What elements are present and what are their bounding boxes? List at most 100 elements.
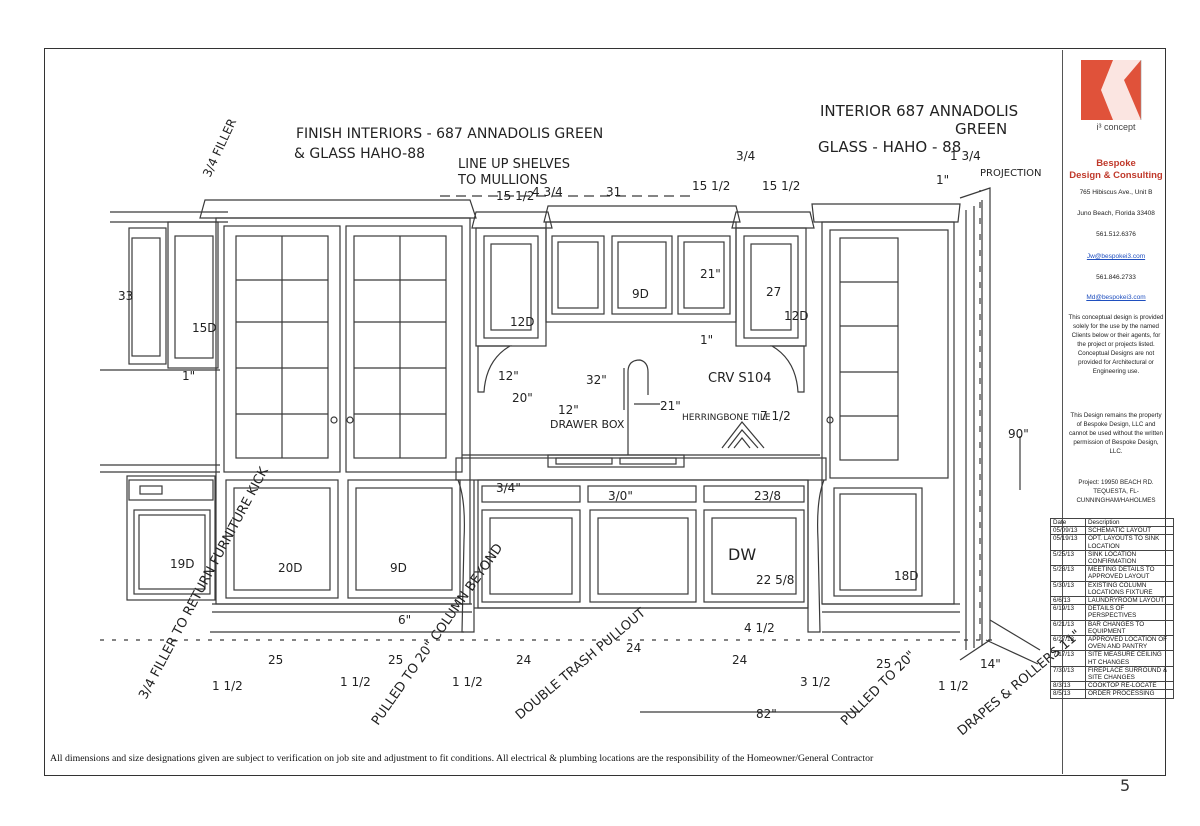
top-dimension-label: 15 1/2 bbox=[692, 179, 730, 193]
note-interior-right: INTERIOR 687 ANNADOLIS bbox=[820, 102, 1018, 120]
height-dimension-label: 19D bbox=[170, 557, 195, 571]
revision-date: 5/28/13 bbox=[1050, 565, 1086, 582]
page-number: 5 bbox=[1120, 776, 1131, 795]
address-line1: 765 Hibiscus Ave., Unit B bbox=[1079, 189, 1153, 196]
bottom-dimension-label: 25 bbox=[388, 653, 403, 667]
note-crv: CRV S104 bbox=[708, 371, 772, 386]
revision-description: SITE MEASURE CEILING HT CHANGES bbox=[1085, 650, 1174, 667]
top-dimension-label: 15 1/2 bbox=[762, 179, 800, 193]
revision-description: DETAILS OF PERSPECTIVES bbox=[1085, 604, 1174, 621]
height-dimension-label: 15D bbox=[192, 321, 217, 335]
project-info: Project: 19950 BEACH RD. TEQUESTA, FL- C… bbox=[1076, 479, 1156, 504]
height-dimension-label: 33 bbox=[118, 289, 133, 303]
bottom-dimension-label: 24 bbox=[732, 653, 747, 667]
revision-date: 6/21/13 bbox=[1050, 619, 1086, 637]
revision-description: ORDER PROCESSING bbox=[1085, 689, 1174, 699]
note-glass-right: GLASS - HAHO - 88 bbox=[818, 138, 961, 156]
bottom-dimension-label: 24 bbox=[626, 641, 641, 655]
height-dimension-label: 3/0" bbox=[608, 489, 633, 503]
email-1-link[interactable]: Jw@bespokei3.com bbox=[1086, 253, 1146, 260]
height-dimension-label: 1" bbox=[700, 333, 713, 347]
note-drawer-box: DRAWER BOX bbox=[550, 418, 625, 431]
revision-description: LAUNDRYROOM LAYOUT bbox=[1085, 596, 1174, 606]
revision-description: FIREPLACE SURROUND & SITE CHANGES bbox=[1085, 665, 1174, 683]
bottom-dimension-label: 3 1/2 bbox=[800, 675, 831, 689]
phone-1: 561.512.6376 bbox=[1096, 231, 1136, 238]
notice-property: This Design remains the property of Besp… bbox=[1069, 412, 1163, 455]
brand-name: i³ concept bbox=[1096, 122, 1136, 132]
revision-date-header: Date bbox=[1050, 517, 1086, 528]
revision-description: OPT. LAYOUTS TO SINK LOCATION bbox=[1085, 534, 1174, 551]
height-dimension-label: 90" bbox=[1008, 427, 1029, 441]
bottom-dimension-label: 82" bbox=[756, 707, 777, 721]
top-dimension-label: 15 1/2 bbox=[496, 189, 534, 203]
sheet-border bbox=[44, 48, 1166, 776]
cabinet-linework bbox=[100, 187, 1041, 713]
revision-description: SCHEMATIC LAYOUT bbox=[1085, 526, 1174, 536]
height-dimension-label: 12" bbox=[498, 369, 519, 383]
height-dimension-label: 20" bbox=[512, 391, 533, 405]
revision-date: 8/5/13 bbox=[1050, 689, 1086, 699]
revision-date: 6/27/13 bbox=[1050, 635, 1086, 652]
height-dimension-label: 1" bbox=[182, 369, 195, 383]
revision-date: 6/6/13 bbox=[1050, 596, 1086, 606]
height-dimension-label: 12" bbox=[558, 403, 579, 417]
revision-date: 7/30/13 bbox=[1050, 665, 1086, 683]
height-dimension-label: 9D bbox=[632, 287, 649, 301]
revision-description: MEETING DETAILS TO APPROVED LAYOUT bbox=[1085, 565, 1174, 582]
note-to-mullions: TO MULLIONS bbox=[457, 173, 548, 188]
revision-description: APPROVED LOCATION OF OVEN AND PANTRY bbox=[1085, 635, 1174, 652]
bottom-dimension-label: 4 1/2 bbox=[744, 621, 775, 635]
company-line2: Design & Consulting bbox=[1069, 170, 1163, 181]
note-line-up: LINE UP SHELVES bbox=[458, 157, 570, 172]
height-dimension-label: 12D bbox=[784, 309, 809, 323]
email-2-link[interactable]: Md@bespokei3.com bbox=[1086, 294, 1146, 301]
revision-desc-header: Description bbox=[1085, 517, 1174, 528]
top-dimension-label: 3/4 bbox=[736, 149, 755, 163]
note-double-trash: DOUBLE TRASH PULLOUT bbox=[513, 606, 649, 723]
bottom-dimension-label: 24 bbox=[516, 653, 531, 667]
height-dimension-label: 27 bbox=[766, 285, 781, 299]
height-dimension-label: 23/8 bbox=[754, 489, 781, 503]
revision-date: 5/25/13 bbox=[1050, 549, 1086, 567]
bottom-dimension-label: 1 1/2 bbox=[938, 679, 969, 693]
revision-log-header: Date Description bbox=[1050, 517, 1174, 528]
note-filler-top: 3/4 FILLER bbox=[200, 116, 239, 179]
note-herringbone: HERRINGBONE TILE bbox=[682, 413, 771, 423]
bottom-dimension-label: 1 1/2 bbox=[452, 675, 483, 689]
revision-description: BAR CHANGES TO EQUIPMENT bbox=[1085, 619, 1174, 637]
email-2[interactable]: Md@bespokei3.com bbox=[1066, 294, 1166, 301]
revision-date: 7/17/13 bbox=[1050, 650, 1086, 667]
bottom-dimension-label: 1 1/2 bbox=[340, 675, 371, 689]
note-glass-left: & GLASS HAHO-88 bbox=[294, 146, 425, 162]
revision-date: 6/19/13 bbox=[1050, 604, 1086, 621]
phone-2: 561.846.2733 bbox=[1096, 274, 1136, 281]
top-dimension-label: 1 3/4 bbox=[950, 149, 981, 163]
note-finish-interiors: FINISH INTERIORS - 687 ANNADOLIS GREEN bbox=[296, 126, 603, 142]
note-green-right: GREEN bbox=[955, 120, 1007, 138]
revision-description: COOKTOP RE-LOCATE bbox=[1085, 681, 1174, 691]
company-logo bbox=[1081, 60, 1142, 120]
height-dimension-label: 1" bbox=[936, 173, 949, 187]
revision-date: 05/19/13 bbox=[1050, 534, 1086, 551]
company-line1: Bespoke bbox=[1096, 158, 1136, 169]
bottom-dimension-label: 1 1/2 bbox=[212, 679, 243, 693]
disclaimer: All dimensions and size designations giv… bbox=[50, 753, 874, 764]
height-dimension-label: 3/4" bbox=[496, 481, 521, 495]
revision-description: SINK LOCATION CONFIRMATION bbox=[1085, 549, 1174, 567]
top-dimension-label: 31 bbox=[606, 185, 621, 199]
email-1[interactable]: Jw@bespokei3.com bbox=[1066, 253, 1166, 260]
address-line2: Juno Beach, Florida 33408 bbox=[1077, 210, 1155, 217]
